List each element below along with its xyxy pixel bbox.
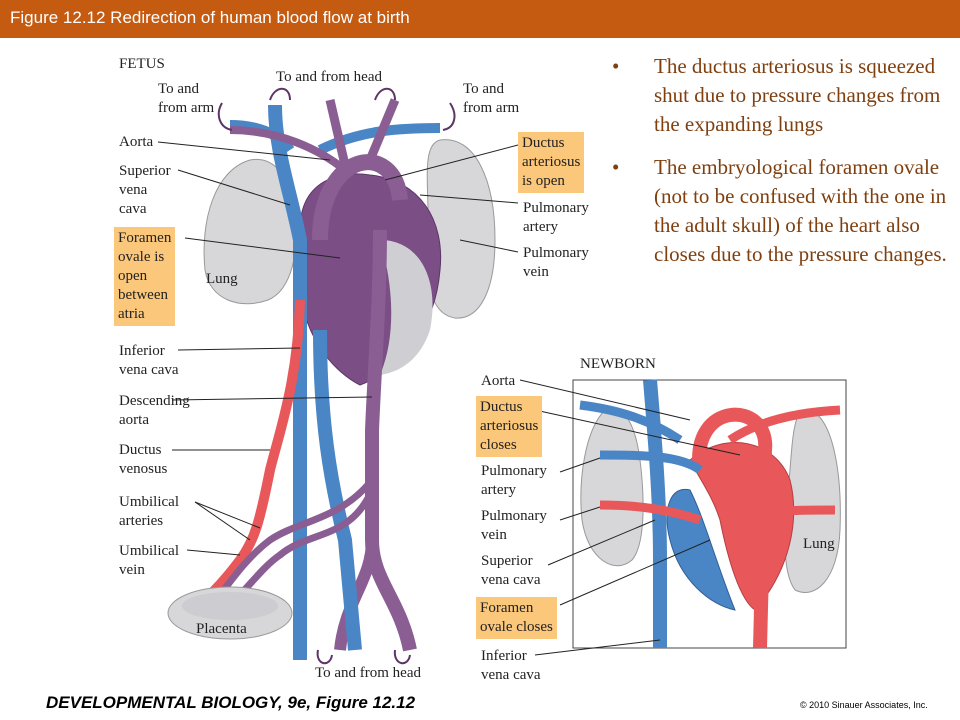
newborn-pulmonary-vein — [599, 500, 702, 525]
fetus-label-lung: Lung — [206, 271, 238, 287]
fetus-label-placenta: Placenta — [196, 621, 247, 637]
fetus-arrow-arm-right — [442, 102, 456, 131]
bullet-list: • The ductus arteriosus is squeezed shut… — [612, 52, 957, 283]
title-bar: Figure 12.12 Redirection of human blood … — [0, 0, 960, 38]
fetus-placenta-inner — [182, 592, 278, 620]
fetus-label-inferior-vena-cava: Inferior vena cava — [119, 343, 179, 378]
fetus-leader-lines — [157, 141, 519, 556]
fetus-arrow-head-left — [269, 87, 291, 101]
copyright-notice: © 2010 Sinauer Associates, Inc. — [800, 700, 928, 710]
newborn-label-ductus-closes: Ductus arteriosus closes — [476, 396, 543, 457]
newborn-leader-lines — [519, 379, 741, 656]
fetus-arm-artery — [229, 126, 348, 174]
newborn-label-aorta: Aorta — [481, 373, 516, 389]
newborn-label-inferior-vena-cava: Inferior vena cava — [481, 648, 541, 683]
bullet-item: • The embryological foramen ovale (not t… — [612, 153, 957, 269]
newborn-aorta — [692, 407, 773, 649]
fetus-label-arm-right: To and from arm — [463, 81, 520, 116]
newborn-vein-top — [579, 400, 683, 444]
fetus-umbilical-artery-2 — [232, 488, 376, 603]
fetus-right-lung — [426, 139, 496, 319]
newborn-right-lung — [784, 408, 841, 593]
fetus-label-head-bottom: To and from head — [315, 665, 421, 681]
fetus-arrow-bottom-left — [316, 649, 333, 665]
fetus-umbilical-artery-1 — [217, 477, 375, 598]
fetus-label-descending-aorta: Descending aorta — [119, 393, 190, 428]
fetus-head-artery-right — [365, 98, 400, 162]
fetus-heart-shadow — [380, 240, 433, 375]
fetus-label-head-top: To and from head — [276, 69, 382, 85]
newborn-label-pulmonary-artery: Pulmonary artery — [481, 463, 547, 498]
newborn-label-lung: Lung — [803, 536, 835, 552]
fetus-label-ductus-open: Ductus arteriosus is open — [518, 132, 585, 193]
newborn-artery-top — [727, 405, 841, 444]
fetus-label-arm-left: To and from arm — [158, 81, 215, 116]
newborn-label-pulmonary-vein: Pulmonary vein — [481, 508, 547, 543]
newborn-label-foramen-closes: Foramen ovale closes — [476, 597, 557, 639]
fetus-label-umbilical-vein: Umbilical vein — [119, 543, 179, 578]
fetus-aorta-arch — [312, 154, 408, 241]
bullet-marker: • — [612, 54, 620, 78]
newborn-label-superior-vena-cava: Superior vena cava — [481, 553, 541, 588]
fetus-arrow-bottom-right — [393, 649, 411, 665]
footer-citation: DEVELOPMENTAL BIOLOGY, 9e, Figure 12.12 — [46, 693, 416, 712]
fetus-label-superior-vena-cava: Superior vena cava — [119, 163, 171, 217]
fetus-umbilical-vein — [201, 299, 305, 604]
fetus-heading: FETUS — [119, 56, 165, 72]
fetus-superior-vena-cava — [268, 104, 307, 660]
bullet-text: The embryological foramen ovale (not to … — [654, 155, 947, 266]
newborn-left-lung — [580, 407, 644, 567]
newborn-pulmonary-vein-right — [758, 505, 836, 520]
slide-title: Figure 12.12 Redirection of human blood … — [10, 8, 410, 27]
newborn-superior-vena-cava — [643, 379, 667, 648]
fetus-label-ductus-venosus: Ductus venosus — [119, 442, 168, 477]
bullet-text: The ductus arteriosus is squeezed shut d… — [654, 54, 941, 136]
bullet-item: • The ductus arteriosus is squeezed shut… — [612, 52, 957, 139]
newborn-pulmonary-artery — [599, 450, 703, 474]
fetus-label-foramen-ovale-open: Foramen ovale is open between atria — [114, 227, 176, 326]
newborn-heading: NEWBORN — [580, 356, 656, 372]
fetus-label-pulmonary-vein: Pulmonary vein — [523, 245, 589, 280]
fetus-head-artery-left — [325, 98, 350, 167]
fetus-label-umbilical-arteries: Umbilical arteries — [119, 494, 179, 529]
fetus-label-aorta: Aorta — [119, 134, 154, 150]
fetus-descending-aorta — [365, 229, 417, 652]
fetus-arrow-arm-left — [217, 102, 233, 131]
fetus-descending-aorta-branch — [334, 539, 378, 651]
bullet-marker: • — [612, 155, 620, 179]
fetus-arrow-head-right — [374, 87, 396, 101]
fetus-label-pulmonary-artery: Pulmonary artery — [523, 200, 589, 235]
